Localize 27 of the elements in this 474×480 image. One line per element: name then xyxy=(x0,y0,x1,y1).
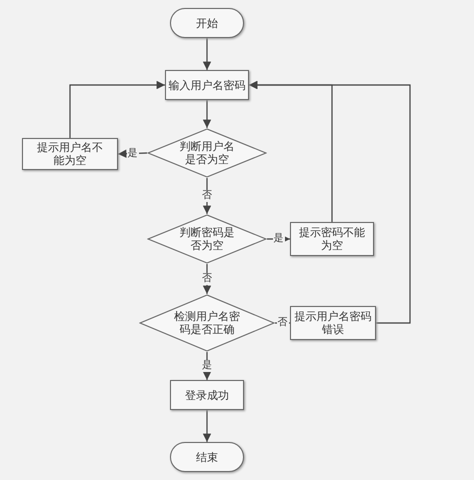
edge-label: 否 xyxy=(276,317,288,329)
node-text: 结束 xyxy=(196,450,218,464)
terminal-box xyxy=(170,8,244,38)
node-text: 提示密码不能为空 xyxy=(298,226,366,252)
arrow xyxy=(249,80,411,324)
node-text: 开始 xyxy=(196,16,218,30)
arrow xyxy=(69,80,165,138)
node-text: 提示用户名不能为空 xyxy=(36,141,104,167)
node-text: 判断密码是否为空 xyxy=(178,226,236,252)
edge-label: 是 xyxy=(126,148,138,160)
arrow xyxy=(202,100,212,128)
edge-label: 否 xyxy=(201,273,213,285)
node-text: 检测用户名密码是否正确 xyxy=(173,310,241,336)
process-box xyxy=(170,380,244,410)
edge-label: 否 xyxy=(201,190,213,202)
arrow xyxy=(202,38,212,70)
process-box xyxy=(290,222,374,256)
node-text: 登录成功 xyxy=(185,388,229,402)
edge-label: 是 xyxy=(272,233,284,245)
process-box xyxy=(22,138,118,170)
node-text: 判断用户名是否为空 xyxy=(178,140,236,166)
terminal-box xyxy=(170,442,244,472)
arrow xyxy=(202,410,212,442)
edge-label: 是 xyxy=(201,360,213,372)
node-text: 输入用户名密码 xyxy=(168,78,246,92)
node-text: 提示用户名密码错误 xyxy=(294,310,372,336)
process-box xyxy=(165,70,249,100)
